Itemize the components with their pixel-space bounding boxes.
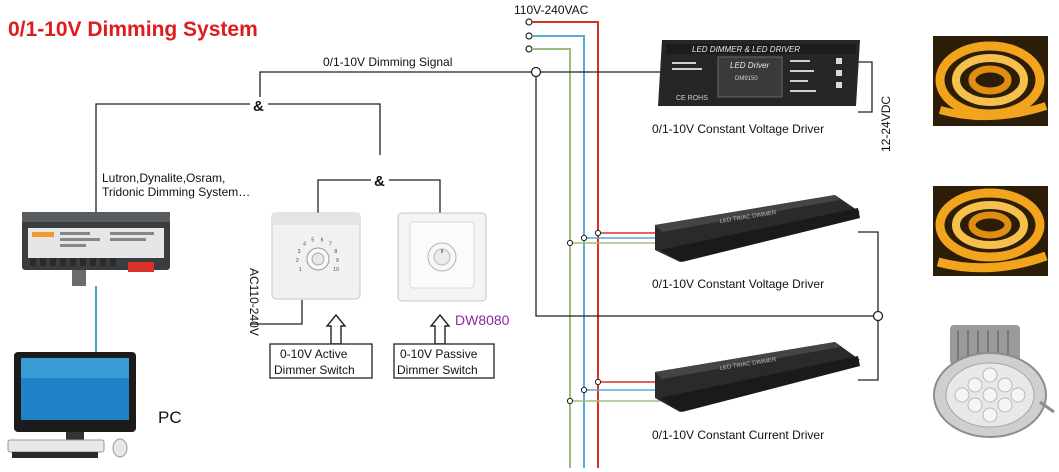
dimmer-scale: 12 345 678 9 10 <box>296 238 339 274</box>
driver-1-case-title: LED DIMMER & LED DRIVER <box>692 45 800 54</box>
active-switch-label-box <box>269 343 373 379</box>
led-strip-1-image <box>933 36 1048 126</box>
dimmer-scale-digit: 5 <box>311 238 314 244</box>
junction <box>580 234 588 242</box>
earth-wire <box>532 48 571 468</box>
junction <box>594 378 602 386</box>
signal-bus <box>535 76 878 317</box>
model-label: DW8080 <box>455 312 510 328</box>
active-switch-label-1: 0-10V Active <box>280 347 348 361</box>
ac-feed-line <box>250 300 303 325</box>
dc-output-line <box>858 61 873 113</box>
active-switch-label-2: Dimmer Switch <box>274 363 355 377</box>
supply-lines: 110V-240VAC <box>514 3 660 468</box>
driver-2-caption: 0/1-10V Constant Voltage Driver <box>652 277 824 291</box>
dimmer-scale-digit: 6 <box>321 238 324 244</box>
output-voltage-label: 12-24VDC <box>879 96 893 152</box>
live-wire <box>532 21 599 468</box>
junction <box>594 229 602 237</box>
dimmer-scale-digit: 2 <box>296 258 299 264</box>
junction <box>580 386 588 394</box>
dimmer-scale-digit: 9 <box>336 258 339 264</box>
pc-image <box>7 352 136 458</box>
dimmer-scale-digit: 10 <box>333 267 339 273</box>
passive-switch-label-1: 0-10V Passive <box>400 347 478 361</box>
signal-network: 0/1-10V Dimming Signal <box>95 55 884 381</box>
and-symbol: & <box>374 173 385 190</box>
dimmer-scale-digit: 1 <box>299 267 302 273</box>
led-strip-2-image <box>933 186 1048 276</box>
neutral-wire <box>532 35 585 468</box>
driver-2-image: LED TRIAC DIMMER <box>655 195 860 262</box>
driver-3-image: LED TRIAC DIMMER <box>655 342 860 412</box>
and-symbol: & <box>253 98 264 115</box>
junction <box>566 239 574 247</box>
signal-to-driver2 <box>858 231 879 311</box>
led-downlight-image <box>933 325 1055 438</box>
supply-terminal-e <box>525 45 533 53</box>
control-system-link <box>95 103 381 212</box>
signal-main-line <box>259 71 660 104</box>
din-controller-image <box>22 212 170 286</box>
dimmer-scale-digit: 8 <box>334 249 337 255</box>
signal-junction <box>530 66 542 78</box>
driver-1-model-code: DM9150 <box>735 76 758 82</box>
diagram-title: 0/1-10V Dimming System <box>8 18 258 41</box>
pc-label: PC <box>158 408 182 427</box>
supply-terminal-l <box>525 18 533 26</box>
driver-1-caption: 0/1-10V Constant Voltage Driver <box>652 122 824 136</box>
control-systems-label-2: Tridonic Dimming System… <box>102 185 250 199</box>
up-arrow-icon <box>325 313 347 345</box>
active-dimmer-switch-image: 12 345 678 9 10 <box>271 212 361 300</box>
driver-3-caption: 0/1-10V Constant Current Driver <box>652 428 824 442</box>
passive-switch-label-box <box>393 343 495 379</box>
supply-voltage-label: 110V-240VAC <box>514 3 589 17</box>
supply-terminal-n <box>525 32 533 40</box>
driver-1-panel-title: LED Driver <box>730 61 769 70</box>
passive-dimmer-switch-image <box>397 212 487 302</box>
junction <box>566 397 574 405</box>
dimmer-scale-digit: 4 <box>303 242 306 248</box>
passive-switch-label-2: Dimmer Switch <box>397 363 478 377</box>
dimmer-scale-digit: 7 <box>329 242 332 248</box>
dimmer-scale-digit: 3 <box>298 249 301 255</box>
and-symbol-bg <box>371 172 389 188</box>
signal-to-driver3 <box>858 321 879 381</box>
driver-1-certifications: CE ROHS <box>676 95 708 102</box>
and-symbol-bg <box>250 97 268 113</box>
ac-input-label: AC110-240V <box>247 268 261 336</box>
control-systems-label-1: Lutron,Dynalite,Osram, <box>102 171 225 185</box>
up-arrow-icon <box>429 313 451 345</box>
signal-label: 0/1-10V Dimming Signal <box>323 55 452 69</box>
driver-1-image: LED DIMMER & LED DRIVER LED Driver DM915… <box>658 40 860 106</box>
signal-junction <box>872 310 884 322</box>
